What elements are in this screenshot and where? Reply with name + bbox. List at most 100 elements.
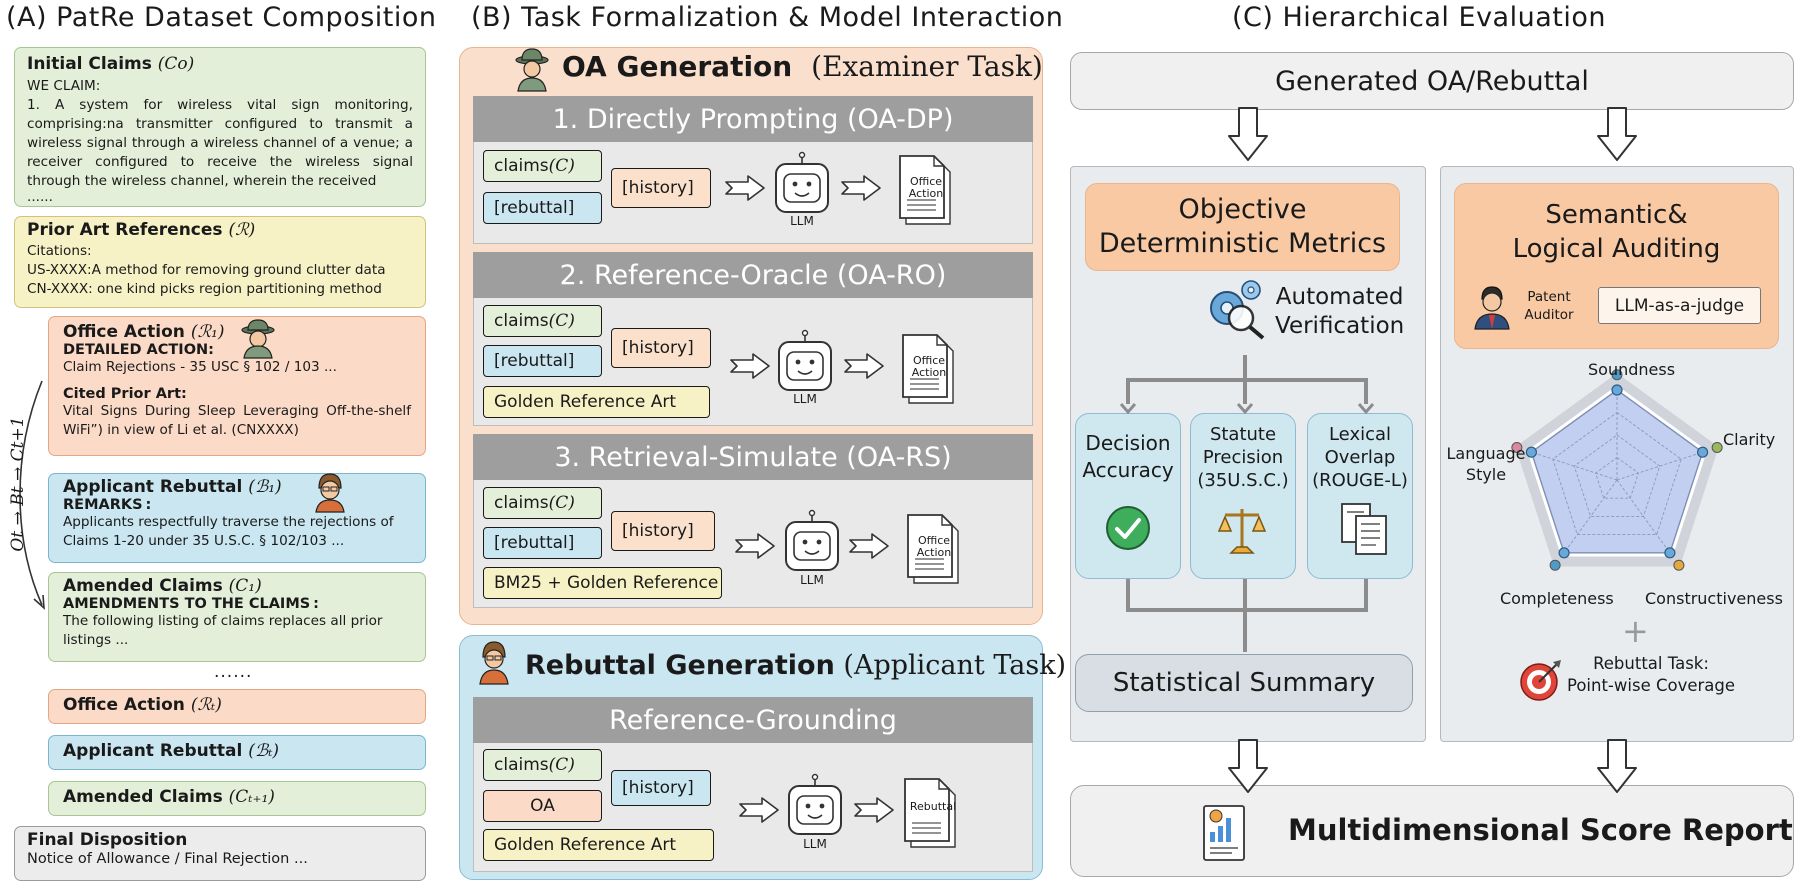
initial-claims-label: WE CLAIM: [27, 78, 101, 94]
rs-bm25-chip: BM25 + Golden Reference [483, 567, 722, 599]
oa-generation-subtitle: (Examiner Task) [811, 50, 1043, 83]
dp-doc-icon-fold [933, 156, 944, 167]
tree-arrowhead-0 [1119, 403, 1137, 415]
rs-robot-icon-eye-left [802, 539, 808, 545]
rg-doc-label: Rebuttal [909, 799, 957, 813]
radar-language-label: Language Style [1445, 443, 1527, 485]
ro-doc-line1: Office [912, 354, 946, 367]
lexical-overlap-label: Lexical Overlap (ROUGE-L) [1307, 423, 1413, 492]
dp-llm-label: LLM [790, 214, 814, 228]
ro-doc-icon [902, 334, 948, 398]
ro-robot-icon-face [786, 351, 824, 381]
office-action-1-sub2: Cited Prior Art: [63, 386, 187, 402]
final-disposition-title: Final Disposition [27, 830, 188, 850]
amended-claims-1-box: Amended Claims (C₁) AMENDMENTS TO THE CL… [48, 572, 426, 662]
oa-generation-label: OA Generation [562, 50, 793, 83]
rg-claims-chip: claims(C) [483, 749, 602, 781]
office-action-t-symbol: (ℛₜ) [190, 695, 222, 715]
radar-outer-dot-0 [1611, 369, 1623, 381]
prior-art-cn: CN-XXXX: one kind picks region partition… [27, 281, 382, 297]
initial-claims-symbol: (Co) [157, 54, 195, 74]
rs-robot-icon-eye-right [816, 539, 822, 545]
rg-golden-chip: Golden Reference Art [483, 829, 714, 861]
rebuttal-applicant-icon [479, 641, 509, 685]
oa-generation-title: OA Generation (Examiner Task) [562, 50, 1043, 83]
radar-spoke-1 [1616, 451, 1703, 481]
dp-rebuttal-chip: [rebuttal] [483, 192, 602, 224]
applicant-avatar-icon [315, 473, 345, 513]
applicant-rebuttal-1-line1: Applicants respectfully traverse the rej… [63, 514, 394, 549]
office-action-t-box: Office Action (ℛₜ) [48, 689, 426, 724]
final-disposition-box: Final Disposition Notice of Allowance / … [14, 826, 426, 881]
dp-doc-line1: Office [909, 175, 943, 188]
statute-line2: Precision [1202, 447, 1284, 468]
rg-robot-icon-eye-left [805, 803, 811, 809]
rs-doc-icon-fold [941, 515, 952, 526]
radar-vertex-1 [1696, 446, 1709, 458]
rebuttal-task-line1: Rebuttal Task: [1593, 654, 1709, 673]
prior-art-citations: Citations: [27, 243, 92, 259]
rebuttal-generation-subtitle: (Applicant Task) [843, 650, 1067, 681]
section-b-title: (B) Task Formalization & Model Interacti… [471, 2, 1064, 33]
section-a-title: (A) PatRe Dataset Composition [6, 2, 437, 33]
rebuttal-task-label: Rebuttal Task: Point-wise Coverage [1560, 653, 1742, 697]
objective-title-1: Objective [1178, 194, 1307, 225]
sequence-ellipsis: ...... [214, 662, 253, 682]
decision-line2: Accuracy [1082, 458, 1174, 482]
check-circle-icon [1106, 506, 1150, 550]
rs-arrow-2 [849, 533, 889, 559]
prior-art-box: Prior Art References (ℛ) Citations: US-X… [14, 216, 426, 308]
rebuttal-generation-label: Rebuttal Generation [525, 650, 835, 681]
rs-claims-symbol: (C) [548, 493, 575, 513]
final-disposition-text: Notice of Allowance / Final Rejection ..… [27, 851, 308, 867]
lexical-line2: Overlap [1324, 447, 1396, 468]
rg-arrow-2 [854, 797, 894, 823]
amended-claims-1-symbol: (C₁) [228, 576, 262, 596]
report-chart-icon [1203, 805, 1245, 861]
rs-robot-icon-face [793, 531, 831, 561]
ro-robot-icon-antenna-tip [801, 329, 809, 337]
dp-robot-icon-face [783, 173, 821, 203]
rg-title: Reference-Grounding [473, 697, 1033, 743]
rg-claims-label: claims [494, 755, 549, 775]
rg-llm-label: LLM [803, 837, 827, 851]
radar-outer-dot-2 [1673, 559, 1685, 571]
llm-judge-chip: LLM-as-a-judge [1598, 287, 1761, 324]
office-action-1-box: Office Action (ℛ₁) DETAILED ACTION: Clai… [48, 316, 426, 456]
rg-robot-icon-antenna-tip [811, 773, 819, 781]
ro-claims-chip: claims(C) [483, 305, 602, 337]
applicant-rebuttal-t-title: Applicant Rebuttal [63, 741, 243, 761]
ro-claims-symbol: (C) [548, 311, 575, 331]
ro-robot-icon-smile [797, 370, 813, 375]
rs-doc-icon [907, 514, 953, 578]
amended-claims-t1-box: Amended Claims (Cₜ₊₁) [48, 781, 426, 816]
generated-output-box: Generated OA/Rebuttal [1070, 52, 1794, 110]
initial-claims-ellipsis: ...... [27, 189, 53, 205]
ro-robot-icon-eye-left [795, 359, 801, 365]
dp-robot-icon-eye-right [806, 181, 812, 187]
radar-vertex-0 [1611, 384, 1623, 396]
ro-doc-line2: Action [911, 366, 947, 379]
dp-robot-icon-eye-left [792, 181, 798, 187]
radar-vertex-4 [1525, 446, 1538, 458]
documents-icon [1341, 503, 1387, 555]
score-report-title: Multidimensional Score Report [1288, 813, 1793, 847]
rs-title: 3. Retrieval-Simulate (OA-RS) [473, 434, 1033, 480]
initial-claims-box: Initial Claims (Co) WE CLAIM: 1. A syste… [14, 47, 426, 207]
office-action-1-line1: Claim Rejections - 35 USC § 102 / 103 ..… [63, 359, 337, 375]
statute-line3: (35U.S.C.) [1197, 470, 1289, 491]
patent-auditor-label: Patent Auditor [1516, 288, 1582, 324]
dp-claims-label: claims [494, 156, 549, 176]
objective-title-2: Deterministic Metrics [1098, 228, 1387, 259]
scale-of-justice-icon [1217, 509, 1267, 554]
rs-doc-line1: Office [917, 534, 951, 547]
statute-precision-label: Statute Precision (35U.S.C.) [1190, 423, 1296, 492]
dp-robot-icon-smile [794, 192, 810, 197]
semantic-title-1: Semantic& [1545, 200, 1688, 230]
rg-history-chip: [history] [611, 770, 711, 806]
decision-line1: Decision [1085, 431, 1171, 455]
lexical-line1: Lexical [1328, 424, 1392, 445]
prior-art-us: US-XXXX:A method for removing ground clu… [27, 262, 386, 278]
rg-claims-symbol: (C) [548, 755, 575, 775]
